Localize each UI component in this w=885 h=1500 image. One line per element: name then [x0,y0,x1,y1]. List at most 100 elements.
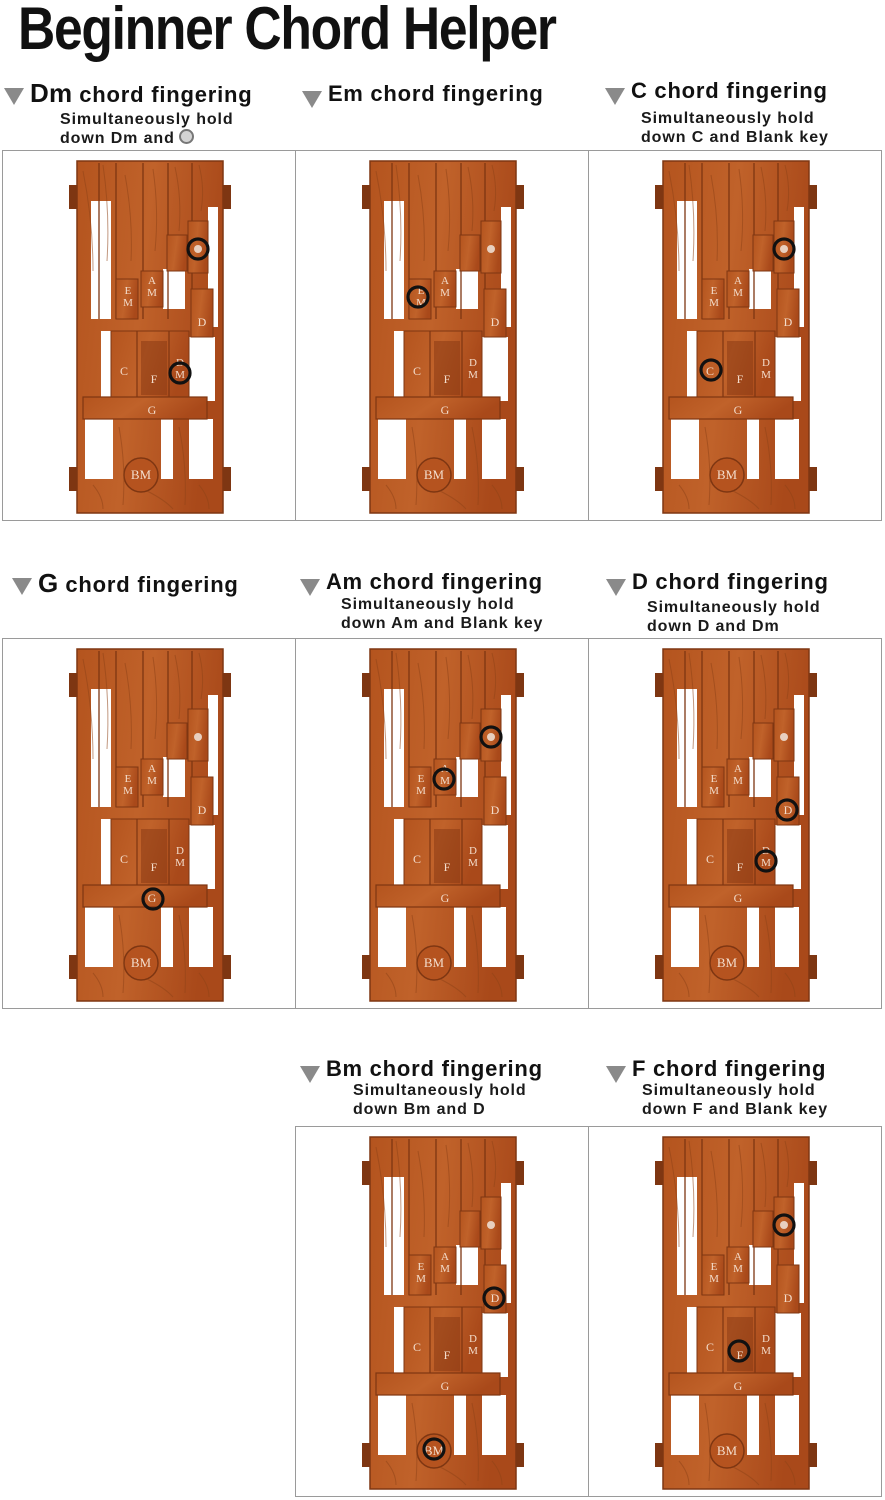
key-label-d: D [198,315,207,329]
chord-name: Dm [30,78,73,108]
key-gap [749,269,771,309]
bottom-gap [747,907,759,967]
key-label-dm: M [761,857,771,869]
key-am [140,270,164,308]
side-tab [69,185,77,209]
key-label-g: G [734,1379,743,1393]
triangle-down-icon [606,579,626,596]
wood-grain [395,1140,402,1238]
blank-key-dot [487,1221,495,1229]
wood-grain [118,426,125,506]
side-tab [362,185,370,209]
instruction-line-2: down F and Blank key [642,1101,829,1118]
triangle-down-icon [606,1066,626,1083]
wood-grain [439,1466,467,1486]
key-gap [384,689,404,807]
bottom-gap [454,419,466,479]
key-d [190,776,214,826]
wood-grain [467,166,474,232]
key-label-dm: M [468,1345,478,1357]
press-ring-blank [772,1213,796,1237]
wood-grain [471,1402,479,1482]
key-label-bm: BM [717,955,738,970]
key-g [82,396,208,420]
key-label-bm: BM [717,467,738,482]
key-d [483,776,507,826]
page-title: Beginner Chord Helper [18,0,557,62]
wood-grain [152,168,158,252]
key-gap [501,695,511,815]
blank-key-dot [194,245,202,253]
chord-heading-rest: chord fingering [362,1056,543,1081]
press-ring-dm [168,361,192,385]
key-label-em: M [709,297,719,309]
key-label-dm: D [469,845,477,857]
key-label-am: A [148,763,156,775]
instruction-line-1: Simultaneously hold [641,110,815,127]
wood-grain [118,914,125,994]
bottom-gap [482,1395,506,1455]
bottom-gap [454,1395,466,1455]
wood-grain [764,426,772,506]
wood-grain [784,652,790,700]
chord-heading-rest: chord fingering [58,572,239,597]
triangle-down-icon [300,1066,320,1083]
key-label-bm: BM [131,467,152,482]
key-am [726,758,750,796]
wood-grain [784,1140,790,1188]
key-upper [459,722,481,760]
instruction-line-2: down Dm and [60,130,175,147]
key-label-c: C [706,364,714,378]
key-g [668,396,794,420]
wood-grain [688,652,695,750]
side-tab [69,467,77,491]
key-label-am: M [440,1263,450,1275]
key-am [726,270,750,308]
key-label-am: A [734,1251,742,1263]
press-ring-g [141,887,165,911]
wood-grain [688,164,695,262]
instruction-line-2: down C and Blank key [641,129,829,146]
key-label-am: A [734,275,742,287]
chord-name: Am [326,569,363,594]
key-label-dm: M [761,1345,771,1357]
wood-grain [732,490,760,510]
key-g [668,1372,794,1396]
key-label-d: D [784,1291,793,1305]
key-label-am: M [733,775,743,787]
key-upper [459,234,481,272]
key-gap [456,757,478,797]
wood-grain [491,1140,497,1188]
key-label-bm: BM [131,955,152,970]
side-tab [223,467,231,491]
side-tab [655,185,663,209]
key-em [408,1254,432,1296]
wood-grain [174,654,181,720]
key-gap [501,207,511,327]
chord-heading-rest: chord fingering [362,569,543,594]
key-gap [687,331,697,397]
key-gap [687,819,697,885]
key-gap [101,331,111,397]
side-tab [69,955,77,979]
chord-name: C [631,78,648,103]
wood-grain [198,164,204,212]
key-label-dm: D [762,1333,770,1345]
key-label-f: F [737,860,744,874]
key-em [115,278,139,320]
bottom-gap [671,907,699,967]
key-label-dm: D [469,357,477,369]
chord-heading-rest: chord fingering [646,1056,827,1081]
side-tab [655,467,663,491]
wood-grain [152,656,158,740]
key-label-c: C [413,364,421,378]
